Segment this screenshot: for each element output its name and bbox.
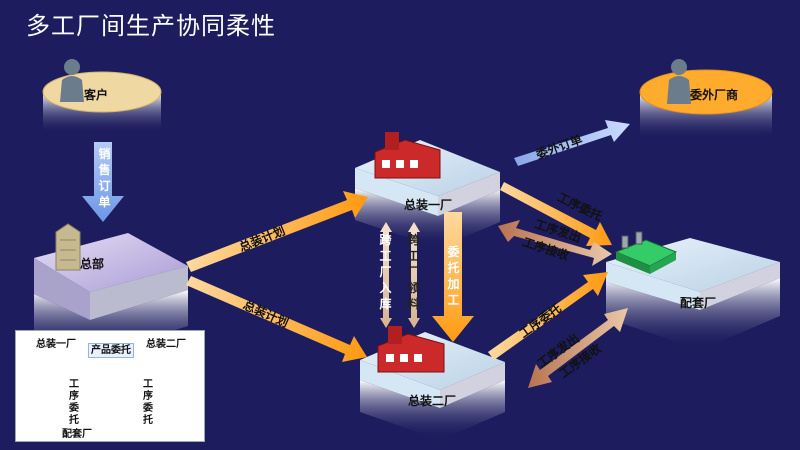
vendor-pedestal bbox=[639, 69, 773, 140]
inset-supplier-label: 配套厂 bbox=[62, 429, 92, 440]
arrow-cross-factory bbox=[380, 222, 392, 328]
outsource-vendor-label: 委外厂商 bbox=[690, 88, 739, 102]
arrow-entrusted-processing bbox=[432, 212, 474, 342]
headquarters-label: 总部 bbox=[80, 257, 105, 271]
machine-icon-supplier bbox=[614, 231, 678, 274]
factory-icon-assembly2 bbox=[377, 326, 445, 373]
arrow-assembly-plan-2 bbox=[186, 276, 367, 362]
entrusted-processing-label: 委托加工 bbox=[447, 245, 460, 307]
inset-process-entrust-right: 工序委托 bbox=[143, 379, 153, 426]
inset-diagram: 总装一厂 总装二厂 产品委托 工序委托 工序委托 配套厂 bbox=[15, 330, 205, 442]
factory-icon-assembly1 bbox=[374, 132, 441, 179]
inset-process-entrust-left: 工序委托 bbox=[69, 379, 79, 426]
vendor-person-icon bbox=[667, 59, 691, 104]
cross-factory-material-label: 跨工厂领料 bbox=[407, 233, 420, 311]
arrow-outsource-order bbox=[514, 120, 630, 166]
office-building-icon bbox=[55, 223, 81, 271]
arrow-sales-order bbox=[82, 142, 124, 222]
arrow-cross-factory-material bbox=[408, 222, 420, 328]
assembly2-label: 总装二厂 bbox=[408, 394, 457, 408]
arrow-process-outsource-1 bbox=[500, 182, 612, 246]
supplier-label: 配套厂 bbox=[680, 296, 717, 310]
arrow-process-send-receive-1 bbox=[498, 220, 612, 266]
page-title: 多工厂间生产协同柔性 bbox=[26, 12, 276, 40]
cross-factory-warehousing-label: 跨工厂入库 bbox=[379, 233, 392, 311]
inset-product-entrust-box: 产品委托 bbox=[88, 343, 134, 358]
customer-label: 客户 bbox=[84, 88, 109, 102]
customer-pedestal bbox=[42, 71, 162, 134]
assembly1-label: 总装一厂 bbox=[404, 198, 453, 212]
sales-order-label: 销售订单 bbox=[98, 147, 111, 209]
customer-person-icon bbox=[60, 59, 84, 102]
arrow-assembly-plan-1 bbox=[186, 191, 368, 272]
inset-assembly2-label: 总装二厂 bbox=[146, 339, 186, 350]
arrow-process-outsource-2 bbox=[488, 272, 608, 360]
inset-assembly1-label: 总装一厂 bbox=[36, 339, 76, 350]
arrow-process-send-receive-2 bbox=[528, 308, 628, 388]
